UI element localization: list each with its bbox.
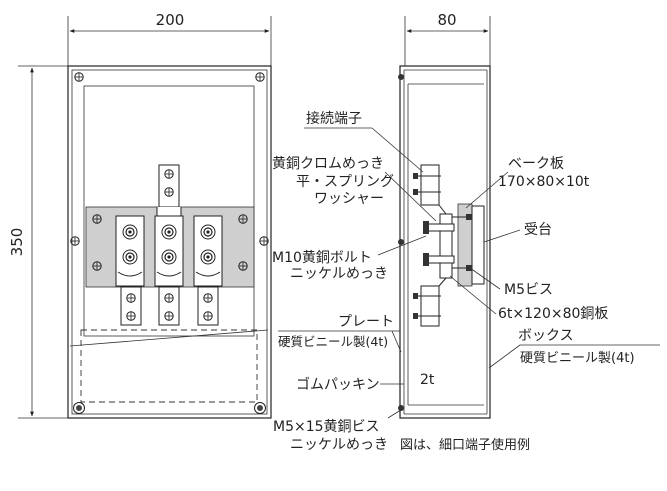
label-thickness: 2t xyxy=(420,372,435,388)
label-box-2: 硬質ビニール製(4t) xyxy=(520,351,635,366)
side-bolts xyxy=(423,214,472,271)
label-bolt-2: ニッケルめっき xyxy=(290,266,388,282)
terminal-bottom-center xyxy=(158,286,180,326)
label-spring-washer-1: 平・スプリング xyxy=(296,174,394,190)
side-terminal-top xyxy=(413,164,447,215)
dimension-width-80: 80 xyxy=(404,11,491,66)
label-plate-1: プレート xyxy=(338,314,394,330)
label-screw-2: ニッケルめっき xyxy=(290,437,388,453)
dimension-width-200: 200 xyxy=(67,11,272,66)
board-screw-icon xyxy=(92,214,102,224)
label-screw-1: M5×15黄銅ビス xyxy=(273,418,380,435)
label-bake-board-1: ベーク板 xyxy=(508,156,564,172)
corner-screw-icon xyxy=(74,72,84,82)
side-view xyxy=(398,65,491,419)
dimension-label-350: 350 xyxy=(8,228,26,257)
corner-bolt-icon xyxy=(254,402,266,414)
copper-bar-left xyxy=(115,215,145,287)
label-note: 図は、細口端子使用例 xyxy=(400,437,530,453)
side-screw-icon xyxy=(259,236,269,246)
label-brass-chrome: 黄銅クロムめっき xyxy=(272,155,384,172)
stand-side xyxy=(471,205,485,285)
label-rubber-packing: ゴムパッキン xyxy=(296,376,380,393)
box-inner-front xyxy=(71,69,268,415)
dimension-label-200: 200 xyxy=(156,11,185,29)
label-m5-screw: M5ビス xyxy=(504,282,553,298)
label-copper-plate: 6t×120×80銅板 xyxy=(498,306,608,322)
annotation-labels: 接続端子 黄銅クロムめっき 平・スプリング ワッシャー M10黄銅ボルト ニッケ… xyxy=(272,110,635,453)
leader-lines xyxy=(278,127,660,419)
copper-bar-right xyxy=(193,215,223,287)
dimension-label-80: 80 xyxy=(437,11,456,29)
board-screw-icon xyxy=(238,261,248,271)
corner-screw-icon xyxy=(255,72,265,82)
dimension-height-350: 350 xyxy=(8,65,68,419)
hidden-box-dashed xyxy=(80,329,258,403)
terminal-bottom-left xyxy=(120,286,142,326)
label-stand: 受台 xyxy=(524,222,552,238)
label-box-1: ボックス xyxy=(518,328,574,344)
corner-bolt-icon xyxy=(73,402,85,414)
label-bolt-1: M10黄銅ボルト xyxy=(272,249,372,266)
label-bake-board-2: 170×80×10t xyxy=(498,174,590,190)
label-plate-2: 硬質ビニール製(4t) xyxy=(278,334,388,349)
side-screw-icon xyxy=(70,236,80,246)
board-screw-icon xyxy=(92,261,102,271)
side-terminal-bottom xyxy=(413,277,447,327)
board-screw-icon xyxy=(238,214,248,224)
label-spring-washer-2: ワッシャー xyxy=(314,191,384,207)
copper-bar-center xyxy=(154,215,184,287)
front-view xyxy=(67,65,272,419)
terminal-bottom-right xyxy=(197,286,219,326)
label-connection-terminal: 接続端子 xyxy=(306,110,362,127)
terminal-top xyxy=(156,164,182,221)
